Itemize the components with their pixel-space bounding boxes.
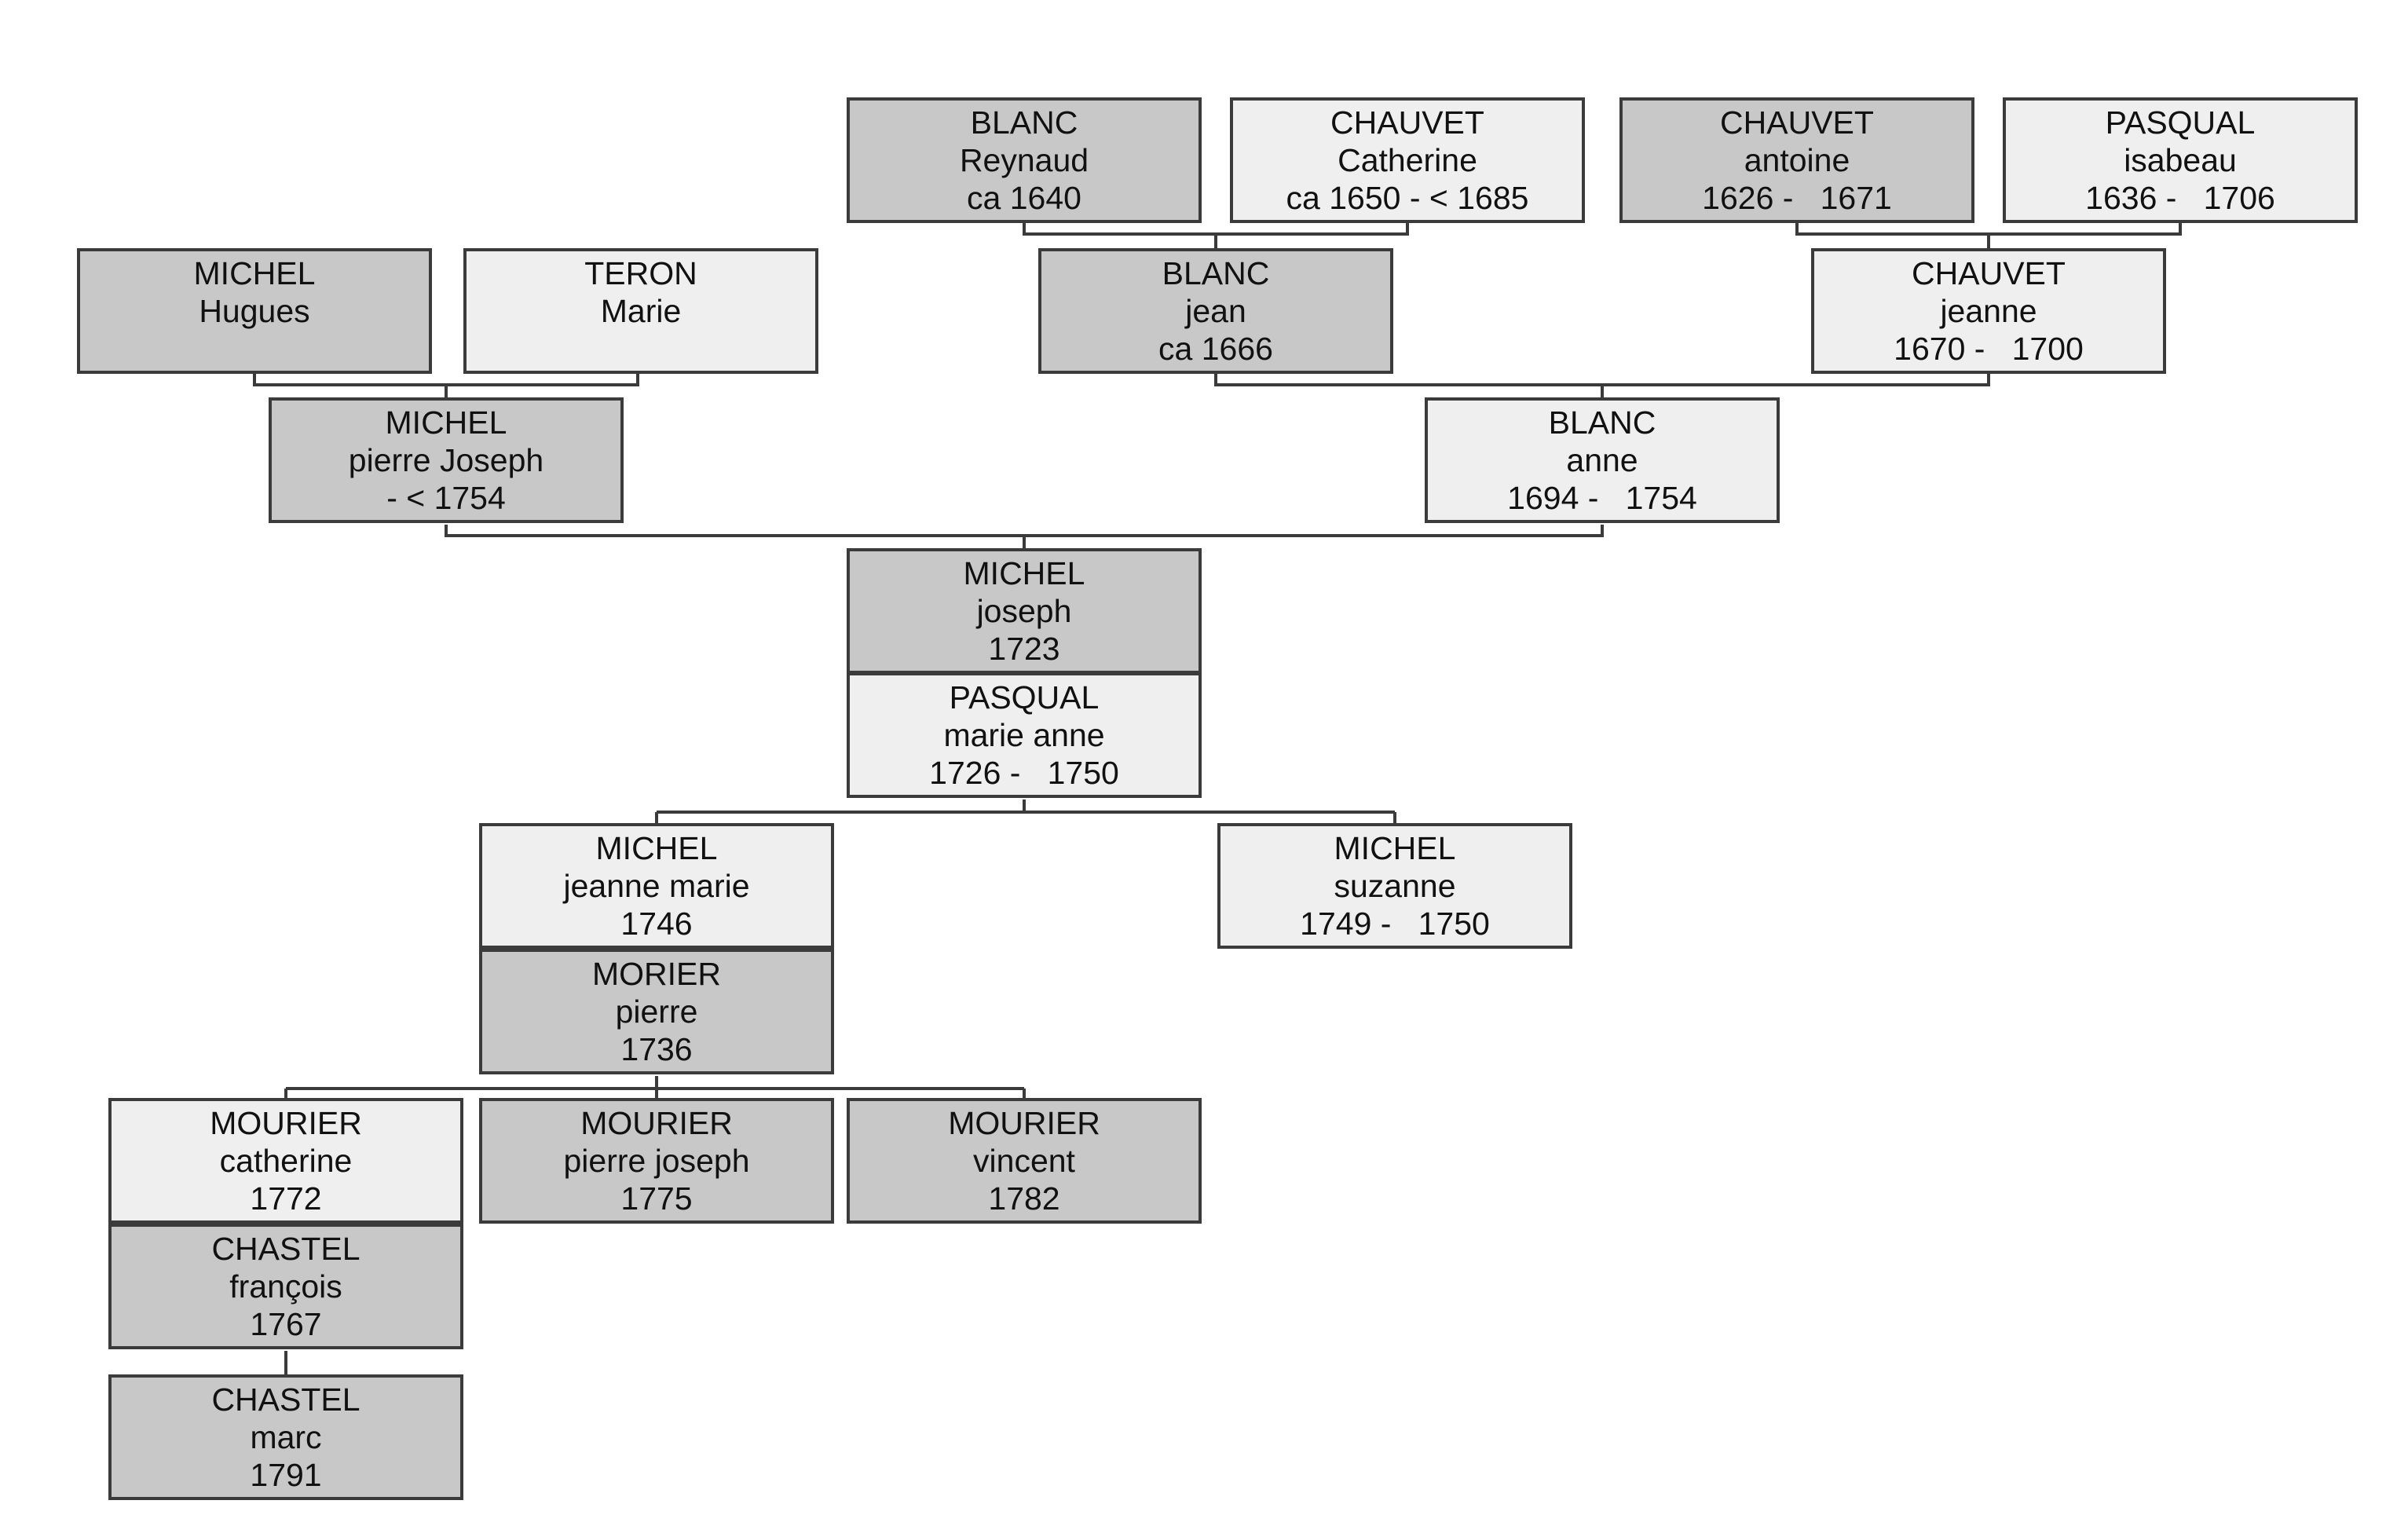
given-name: Hugues xyxy=(199,293,310,329)
surname: MOURIER xyxy=(580,1105,733,1141)
surname: CHAUVET xyxy=(1912,255,2066,291)
given-name: catherine xyxy=(219,1143,353,1179)
connector-chauvet-antoine-pasqual-isabeau xyxy=(1795,223,2182,236)
life-dates: 1767 xyxy=(250,1306,322,1342)
surname: MICHEL xyxy=(1334,830,1456,866)
person-box-mourier-pierre-joseph: MOURIER pierre joseph 1775 xyxy=(479,1098,834,1224)
life-dates: 1626 - 1671 xyxy=(1702,180,1892,216)
given-name: jeanne marie xyxy=(563,868,750,904)
life-dates: 1736 xyxy=(620,1031,693,1067)
surname: PASQUAL xyxy=(2105,104,2256,141)
connector-michel-pierre-joseph-blanc-anne xyxy=(445,525,1604,537)
life-dates: ca 1650 - < 1685 xyxy=(1286,180,1529,216)
person-box-mourier-vincent: MOURIER vincent 1782 xyxy=(847,1098,1202,1224)
life-dates: 1636 - 1706 xyxy=(2085,180,2275,216)
person-box-chauvet-antoine: CHAUVET antoine 1626 - 1671 xyxy=(1619,97,1974,223)
life-dates: ca 1666 xyxy=(1158,331,1273,367)
given-name: joseph xyxy=(976,593,1072,629)
life-dates: 1775 xyxy=(620,1180,693,1217)
person-box-michel-hugues: MICHEL Hugues xyxy=(77,248,432,374)
surname: MOURIER xyxy=(948,1105,1100,1141)
given-name: anne xyxy=(1566,442,1638,478)
life-dates: 1726 - 1750 xyxy=(929,755,1119,791)
connector-blanc-reynaud-chauvet-catherine xyxy=(1023,223,1409,236)
life-dates: ca 1640 xyxy=(967,180,1081,216)
given-name: marie anne xyxy=(943,717,1105,753)
person-box-michel-suzanne: MICHEL suzanne 1749 - 1750 xyxy=(1217,823,1572,949)
given-name: suzanne xyxy=(1334,868,1456,904)
person-box-chauvet-catherine: CHAUVET Catherine ca 1650 - < 1685 xyxy=(1230,97,1585,223)
surname: BLANC xyxy=(1162,255,1270,291)
person-box-morier-pierre: MORIER pierre 1736 xyxy=(479,949,834,1074)
life-dates: 1782 xyxy=(988,1180,1060,1217)
person-box-chauvet-jeanne: CHAUVET jeanne 1670 - 1700 xyxy=(1811,248,2166,374)
person-box-michel-joseph: MICHEL joseph 1723 xyxy=(847,548,1202,674)
person-box-michel-jeanne-marie: MICHEL jeanne marie 1746 xyxy=(479,823,834,949)
surname: BLANC xyxy=(970,104,1078,141)
person-box-blanc-anne: BLANC anne 1694 - 1754 xyxy=(1425,397,1780,523)
surname: CHASTEL xyxy=(211,1231,360,1267)
person-box-mourier-catherine: MOURIER catherine 1772 xyxy=(108,1098,463,1224)
given-name: pierre Joseph xyxy=(348,442,544,478)
surname: MICHEL xyxy=(385,404,507,441)
person-box-blanc-reynaud: BLANC Reynaud ca 1640 xyxy=(847,97,1202,223)
given-name: isabeau xyxy=(2124,142,2237,178)
life-dates: 1791 xyxy=(250,1457,322,1493)
person-box-blanc-jean: BLANC jean ca 1666 xyxy=(1038,248,1393,374)
surname: MICHEL xyxy=(963,555,1085,591)
person-box-pasqual-marie-anne: PASQUAL marie anne 1726 - 1750 xyxy=(847,672,1202,798)
connector-michel-hugues-teron-marie xyxy=(253,374,639,386)
surname: PASQUAL xyxy=(949,679,1100,715)
life-dates: 1694 - 1754 xyxy=(1507,480,1697,516)
surname: CHAUVET xyxy=(1330,104,1484,141)
surname: TERON xyxy=(584,255,697,291)
given-name: pierre xyxy=(615,994,698,1030)
surname: CHAUVET xyxy=(1720,104,1874,141)
person-box-pasqual-isabeau: PASQUAL isabeau 1636 - 1706 xyxy=(2003,97,2358,223)
person-box-chastel-marc: CHASTEL marc 1791 xyxy=(108,1374,463,1500)
life-dates: 1670 - 1700 xyxy=(1894,331,2084,367)
life-dates: - < 1754 xyxy=(386,480,506,516)
life-dates: 1749 - 1750 xyxy=(1300,906,1490,942)
person-box-teron-marie: TERON Marie xyxy=(463,248,818,374)
surname: MICHEL xyxy=(193,255,316,291)
given-name: Marie xyxy=(600,293,682,329)
life-dates: 1746 xyxy=(620,906,693,942)
surname: CHASTEL xyxy=(211,1381,360,1418)
given-name: Reynaud xyxy=(959,142,1089,178)
connector-blanc-jean-chauvet-jeanne xyxy=(1214,374,1990,386)
person-box-chastel-francois: CHASTEL françois 1767 xyxy=(108,1224,463,1349)
given-name: françois xyxy=(229,1268,342,1305)
surname: MICHEL xyxy=(595,830,718,866)
given-name: jeanne xyxy=(1940,293,2037,329)
surname: MORIER xyxy=(592,956,721,992)
given-name: jean xyxy=(1185,293,1246,329)
surname: MOURIER xyxy=(210,1105,362,1141)
given-name: antoine xyxy=(1744,142,1850,178)
given-name: Catherine xyxy=(1338,142,1477,178)
life-dates: 1723 xyxy=(988,631,1060,667)
given-name: vincent xyxy=(973,1143,1075,1179)
person-box-michel-pierre-joseph: MICHEL pierre Joseph - < 1754 xyxy=(269,397,624,523)
given-name: pierre joseph xyxy=(563,1143,750,1179)
surname: BLANC xyxy=(1548,404,1656,441)
life-dates: 1772 xyxy=(250,1180,322,1217)
given-name: marc xyxy=(250,1419,322,1455)
